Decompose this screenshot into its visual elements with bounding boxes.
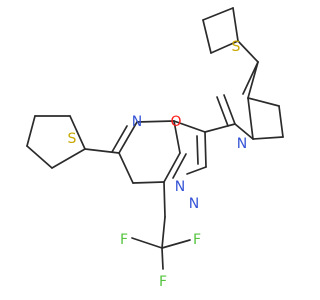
- molecule-canvas: N N N N O S S F F F: [26, 7, 284, 290]
- pyrazole-nitrogen-label: N: [189, 196, 199, 212]
- pyrrolidine-nitrogen-label: N: [237, 136, 247, 152]
- atom-label-layer: N N N N O S S F F F: [68, 39, 248, 290]
- bond-layer: [26, 7, 284, 270]
- left-thiophene-sulfur-label: S: [68, 131, 77, 147]
- molecule-structure: N N N N O S S F F F: [26, 7, 284, 290]
- carbonyl-oxygen-label: O: [170, 114, 181, 130]
- fluorine-label-left: F: [120, 232, 128, 248]
- top-thiophene-sulfur-label: S: [232, 39, 241, 55]
- fluorine-label-right: F: [193, 232, 201, 248]
- fluorine-label-bottom: F: [159, 274, 167, 290]
- pyrimidine-nitrogen-label: N: [132, 114, 142, 130]
- bridge-nitrogen-label: N: [175, 179, 185, 195]
